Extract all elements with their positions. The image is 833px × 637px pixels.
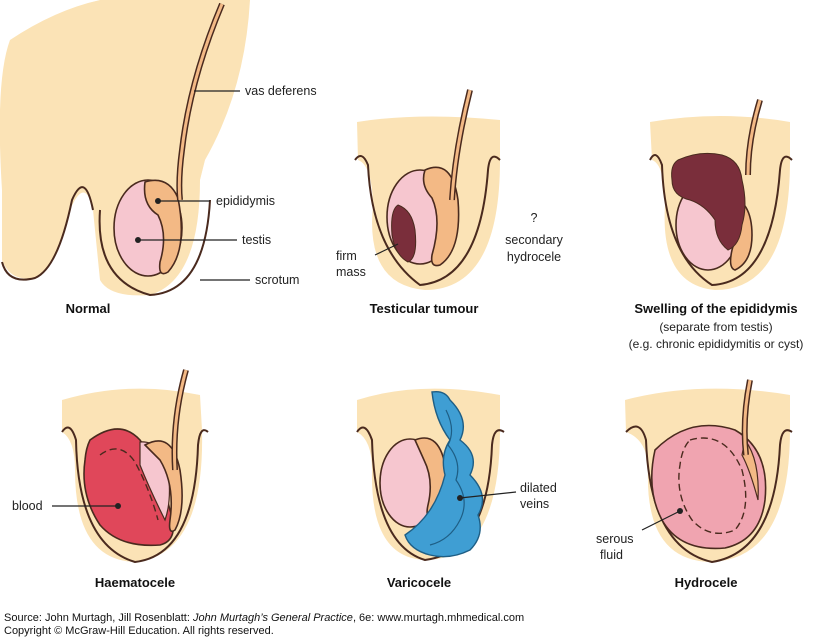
panel-varicocele: dilated veins Varicocele xyxy=(356,388,557,590)
caption-normal: Normal xyxy=(66,301,111,316)
panel-hydrocele: serous fluid Hydrocele xyxy=(596,379,793,590)
label-firm: firm xyxy=(336,249,357,263)
caption-epididymis-swelling: Swelling of the epididymis xyxy=(634,301,797,316)
scrotum-outline xyxy=(625,425,793,564)
blood-collection xyxy=(83,428,175,547)
source-prefix: Source: John Murtagh, Jill Rosenblatt: xyxy=(4,612,193,624)
panel-haematocele: blood Haematocele xyxy=(12,369,209,590)
label-serous: serous xyxy=(596,532,634,546)
source-line: Source: John Murtagh, Jill Rosenblatt: J… xyxy=(4,612,524,624)
label-scrotum: scrotum xyxy=(255,273,299,287)
caption-varicocele: Varicocele xyxy=(387,575,451,590)
panel-testicular-tumour: firm mass ? secondary hydrocele Testicul… xyxy=(336,89,564,316)
body-outline xyxy=(0,0,250,296)
subcaption-separate: (separate from testis) xyxy=(659,320,772,334)
label-fluid: fluid xyxy=(600,548,623,562)
label-hydrocele: hydrocele xyxy=(507,250,561,264)
scrotum-outline xyxy=(649,154,793,287)
label-veins: veins xyxy=(520,497,549,511)
caption-testicular-tumour: Testicular tumour xyxy=(370,301,479,316)
caption-haematocele: Haematocele xyxy=(95,575,175,590)
panel-normal: vas deferens epididymis testis scrotum N… xyxy=(0,0,317,316)
tumour-mass xyxy=(391,204,417,263)
label-secondary: secondary xyxy=(505,233,563,247)
scrotum-outline xyxy=(356,426,505,562)
subcaption-example: (e.g. chronic epididymitis or cyst) xyxy=(629,337,804,351)
source-book-title: John Murtagh’s General Practice xyxy=(192,612,353,624)
label-dilated: dilated xyxy=(520,481,557,495)
panel-epididymis-swelling: Swelling of the epididymis (separate fro… xyxy=(629,99,804,351)
source-suffix: , 6e: www.murtagh.mhmedical.com xyxy=(352,612,525,624)
label-blood: blood xyxy=(12,499,43,513)
caption-hydrocele: Hydrocele xyxy=(675,575,738,590)
label-question-mark: ? xyxy=(531,211,538,225)
label-testis: testis xyxy=(242,233,271,247)
thigh-outline xyxy=(1,186,94,281)
copyright-line: Copyright © McGraw-Hill Education. All r… xyxy=(4,625,274,637)
scrotum-outline xyxy=(98,199,211,297)
dilated-veins xyxy=(404,390,484,558)
scrotum-outline xyxy=(61,426,209,564)
label-mass: mass xyxy=(336,265,366,279)
swollen-epididymis-mass xyxy=(671,152,746,251)
scrotum-outline xyxy=(354,155,501,287)
label-vas-deferens: vas deferens xyxy=(245,84,317,98)
label-epididymis: epididymis xyxy=(216,194,275,208)
hydrocele-fluid xyxy=(650,424,767,550)
